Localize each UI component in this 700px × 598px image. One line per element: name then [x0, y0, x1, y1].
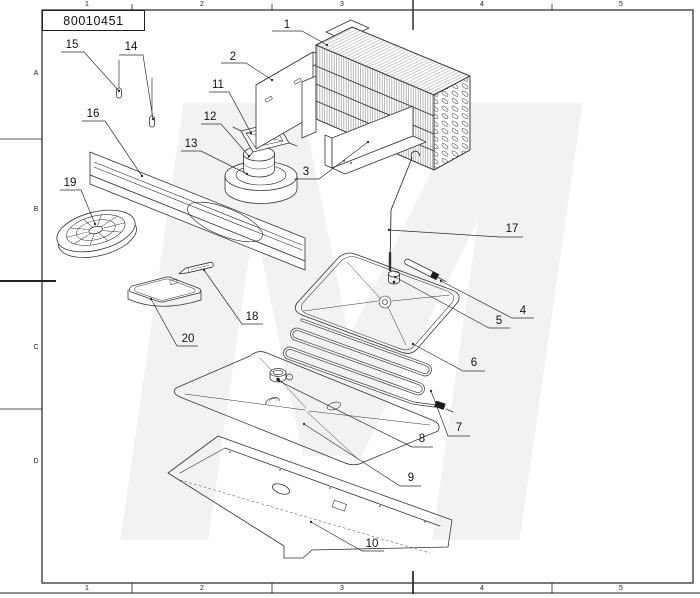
callout-number: 10	[366, 538, 379, 550]
callout-5: 5	[393, 275, 510, 329]
callout-number: 6	[471, 357, 477, 369]
part-front-panel	[324, 105, 427, 175]
part-fan-motor	[243, 146, 275, 178]
part-small-tray	[127, 276, 202, 307]
part-drip-tray	[173, 351, 440, 466]
callout-number: 15	[66, 39, 79, 51]
callout-8: 8	[277, 379, 433, 448]
callout-number: 7	[456, 422, 462, 434]
callout-16: 16	[82, 108, 144, 178]
callout-number: 20	[182, 333, 195, 345]
callout-number: 12	[204, 111, 217, 123]
callout-number: 2	[230, 51, 236, 63]
part-sensor	[404, 258, 447, 282]
callout-20: 20	[149, 297, 198, 347]
callout-number: 3	[303, 166, 309, 178]
callout-1: 1	[272, 19, 329, 47]
callout-number: 14	[125, 41, 138, 53]
callout-6: 6	[411, 342, 485, 372]
callout-12: 12	[201, 111, 251, 158]
callout-10: 10	[309, 520, 384, 552]
title-block: 80010451	[42, 10, 145, 31]
callout-number: 19	[64, 177, 77, 189]
callout-number: 9	[408, 472, 414, 484]
callout-4: 4	[439, 279, 534, 319]
part-number: 80010451	[63, 13, 124, 28]
callout-number: 8	[419, 433, 425, 445]
part-defrost-heater	[283, 318, 454, 413]
callout-19: 19	[60, 177, 97, 226]
callout-14: 14	[119, 41, 155, 121]
callout-13: 13	[181, 138, 249, 176]
callout-17: 17	[387, 223, 523, 238]
callout-9: 9	[302, 422, 421, 487]
callout-number: 1	[284, 19, 290, 31]
part-sensor-pen	[178, 262, 214, 275]
callout-number: 18	[246, 311, 259, 323]
callout-number: 13	[185, 138, 198, 150]
callout-18: 18	[202, 268, 263, 325]
callout-number: 5	[496, 315, 502, 327]
callout-7: 7	[429, 389, 470, 437]
callout-11: 11	[209, 79, 253, 135]
callout-15: 15	[61, 39, 121, 93]
callout-number: 17	[506, 223, 519, 235]
part-drain-tray	[294, 252, 460, 354]
callout-number: 4	[520, 305, 527, 317]
part-fan-grille	[56, 209, 137, 258]
callout-3: 3	[294, 140, 370, 180]
part-duct-panel	[89, 151, 306, 271]
part-bottom-pan	[167, 435, 453, 559]
callout-number: 11	[212, 79, 224, 91]
callout-number: 16	[87, 108, 100, 120]
part-screw-left	[116, 59, 122, 99]
callout-2: 2	[221, 51, 274, 82]
